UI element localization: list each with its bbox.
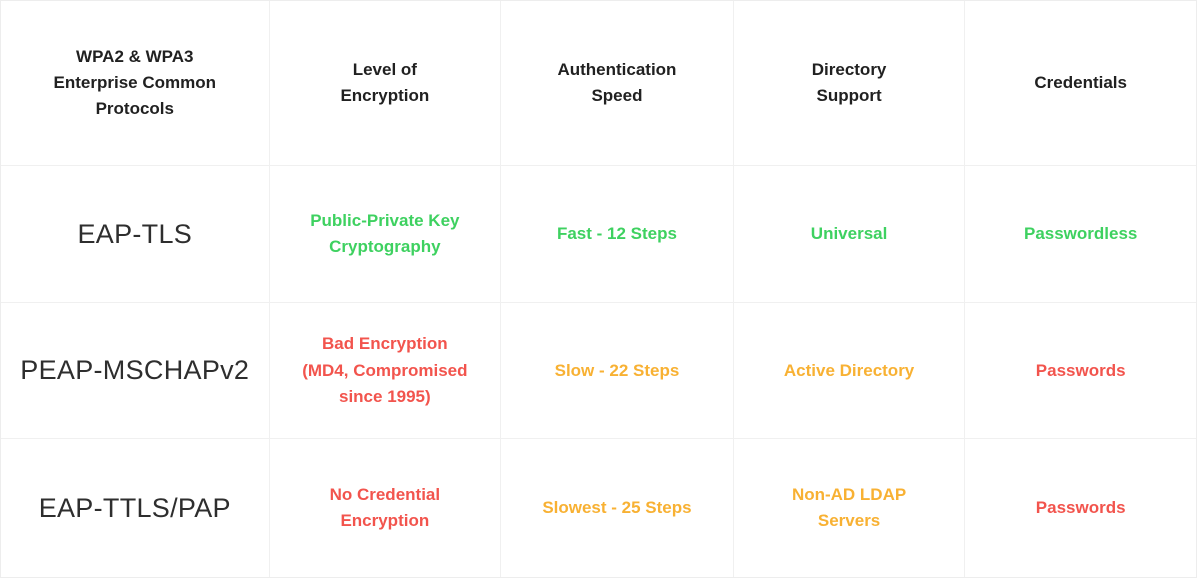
cell-value: Active Directory [783, 360, 915, 380]
cell-value: Bad Encryption (MD4, Compromised since 1… [302, 334, 468, 406]
protocol-name: EAP-TTLS/PAP [38, 492, 231, 523]
row-eap-ttls-pap-directory: Non-AD LDAP Servers [733, 439, 966, 577]
row-peap-mschapv2-auth-speed: Slow - 22 Steps [501, 302, 734, 440]
column-header-authentication-speed-label: Authentication Speed [557, 59, 677, 106]
row-eap-ttls-pap-credentials: Passwords [965, 439, 1196, 577]
column-header-encryption-level-label: Level of Encryption [340, 59, 430, 106]
row-peap-mschapv2-encryption: Bad Encryption (MD4, Compromised since 1… [269, 302, 502, 440]
cell-value: Public-Private Key Cryptography [310, 210, 460, 257]
column-header-directory-support-label: Directory Support [811, 59, 887, 106]
cell-value: Passwords [1035, 498, 1126, 518]
cell-value: No Credential Encryption [329, 484, 441, 531]
row-eap-ttls-pap-auth-speed: Slowest - 25 Steps [501, 439, 734, 577]
row-peap-mschapv2-credentials: Passwords [965, 302, 1196, 440]
row-eap-tls-encryption: Public-Private Key Cryptography [269, 166, 502, 303]
column-header-credentials-label: Credentials [1034, 73, 1127, 93]
column-header-credentials: Credentials [965, 1, 1196, 167]
cell-value: Universal [810, 224, 888, 243]
protocol-name: EAP-TLS [77, 218, 193, 249]
row-eap-tls-directory: Universal [733, 166, 966, 303]
protocol-name: PEAP-MSCHAPv2 [20, 355, 250, 386]
row-eap-tls-credentials: Passwordless [965, 166, 1196, 303]
row-eap-ttls-pap-encryption: No Credential Encryption [269, 439, 502, 577]
row-peap-mschapv2-directory: Active Directory [733, 302, 966, 440]
cell-value: Slow - 22 Steps [554, 360, 680, 380]
column-header-directory-support: Directory Support [733, 1, 966, 167]
cell-value: Fast - 12 Steps [556, 224, 677, 243]
row-eap-ttls-pap-protocol: EAP-TTLS/PAP [1, 439, 270, 577]
cell-value: Non-AD LDAP Servers [791, 484, 907, 531]
column-header-encryption-level: Level of Encryption [269, 1, 502, 167]
column-header-protocols-label: WPA2 & WPA3 Enterprise Common Protocols [53, 46, 217, 119]
row-peap-mschapv2-protocol: PEAP-MSCHAPv2 [1, 302, 270, 440]
column-header-protocols: WPA2 & WPA3 Enterprise Common Protocols [1, 1, 270, 167]
row-eap-tls-protocol: EAP-TLS [1, 166, 270, 303]
cell-value: Passwords [1035, 360, 1126, 380]
cell-value: Slowest - 25 Steps [542, 498, 692, 518]
row-eap-tls-auth-speed: Fast - 12 Steps [501, 166, 734, 303]
column-header-authentication-speed: Authentication Speed [501, 1, 734, 167]
cell-value: Passwordless [1023, 224, 1138, 243]
